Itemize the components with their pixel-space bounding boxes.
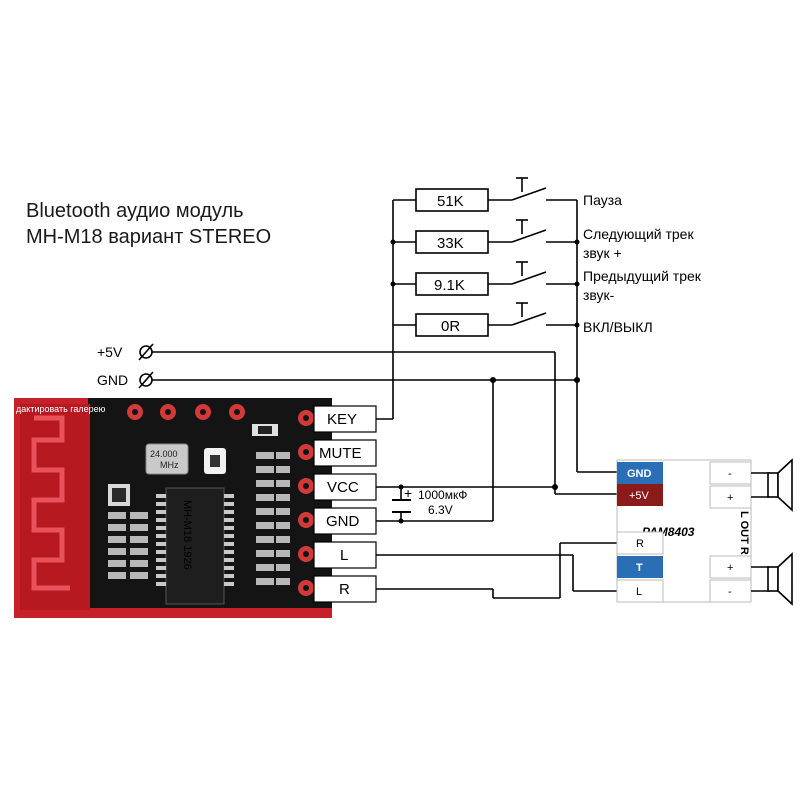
amp-l-label: L bbox=[636, 586, 642, 598]
button-label-power: ВКЛ/ВЫКЛ bbox=[583, 319, 653, 335]
pin-box-vcc bbox=[313, 473, 377, 501]
pin-vcc: VCC bbox=[327, 479, 359, 496]
amp-out-top-minus-label: - bbox=[728, 468, 732, 480]
chip-text: MH-M18 1926 bbox=[181, 500, 193, 570]
top-pad-4-hole bbox=[234, 409, 240, 415]
amp-plus5v-pad bbox=[617, 484, 663, 506]
amp-r-pad bbox=[616, 531, 664, 555]
smd-left-column bbox=[108, 512, 148, 579]
resistor-51k-label: 51K bbox=[437, 193, 464, 210]
bluetooth-module: дактировать галерею 24.000 MHz MH-M18 19… bbox=[14, 398, 332, 618]
button-label-prev-2: звук- bbox=[583, 287, 615, 303]
terminal-gnd-icon bbox=[138, 371, 154, 389]
pin-key: KEY bbox=[327, 411, 357, 428]
antenna-trace bbox=[31, 415, 70, 591]
button-label-prev-1: Предыдущий трек bbox=[583, 268, 702, 284]
antenna-area bbox=[20, 404, 90, 610]
pin-box-key bbox=[313, 405, 377, 433]
amp-out-label: L OUT R bbox=[738, 511, 750, 555]
transparent-component-core bbox=[210, 455, 220, 467]
resistor-9k1: 9.1K bbox=[415, 272, 489, 296]
junctions bbox=[390, 239, 580, 524]
main-chip bbox=[165, 487, 225, 605]
pin-mute: MUTE bbox=[319, 445, 362, 462]
terminal-plus5v-icon bbox=[138, 343, 154, 361]
button-label-pause: Пауза bbox=[583, 192, 622, 208]
title-line2: MH-M18 вариант STEREO bbox=[26, 226, 271, 248]
speaker-top-icon bbox=[767, 458, 793, 512]
amp-l-pad bbox=[616, 579, 664, 603]
supply-plus5v-label: +5V bbox=[97, 344, 123, 360]
resistor-51k: 51K bbox=[415, 188, 489, 212]
speaker-bottom-icon bbox=[767, 552, 793, 606]
top-pad-1-hole bbox=[132, 409, 138, 415]
supply-gnd-label: GND bbox=[97, 372, 128, 388]
button-label-next-2: звук + bbox=[583, 245, 622, 261]
switch-3-icon bbox=[511, 261, 547, 285]
top-pad-3-hole bbox=[200, 409, 206, 415]
capacitor-polarity: + bbox=[404, 485, 412, 501]
pin-box-l bbox=[313, 541, 377, 569]
amp-t-pad bbox=[617, 556, 663, 578]
switch-4-icon bbox=[511, 302, 547, 326]
resistor-33k: 33K bbox=[415, 230, 489, 254]
pin-gnd: GND bbox=[326, 513, 360, 530]
switches bbox=[511, 177, 547, 326]
resistor-0r-label: 0R bbox=[441, 318, 460, 335]
pin-labels: KEY MUTE VCC GND L R bbox=[313, 405, 377, 603]
resistor-9k1-label: 9.1K bbox=[434, 277, 465, 294]
amp-out-bottom-minus-label: - bbox=[728, 586, 732, 598]
top-pad-2-hole bbox=[165, 409, 171, 415]
resistor-0r: 0R bbox=[415, 313, 489, 337]
amp-r-label: R bbox=[636, 538, 644, 550]
amp-plus5v-label: +5V bbox=[629, 490, 650, 502]
capacitor-value: 1000мкФ bbox=[418, 488, 467, 502]
switch-1-icon bbox=[511, 177, 547, 201]
pin-box-r bbox=[313, 575, 377, 603]
crystal bbox=[145, 443, 189, 475]
smd-part-1-core bbox=[112, 488, 126, 502]
edge-pads bbox=[298, 410, 314, 596]
switch-2-icon bbox=[511, 219, 547, 243]
pin-box-gnd bbox=[313, 507, 377, 535]
pin-box-mute bbox=[313, 439, 377, 467]
button-label-next-1: Следующий трек bbox=[583, 226, 694, 242]
amp-gnd-pad bbox=[617, 462, 663, 484]
capacitor-voltage: 6.3V bbox=[428, 503, 453, 517]
smd-right-column bbox=[256, 452, 290, 585]
pin-l: L bbox=[340, 547, 348, 564]
amp-out-top-plus-label: + bbox=[727, 492, 733, 504]
pin-r: R bbox=[339, 581, 350, 598]
title-line1: Bluetooth аудио модуль bbox=[26, 200, 244, 222]
module-watermark: дактировать галерею bbox=[16, 404, 106, 414]
speaker-wires bbox=[751, 472, 770, 592]
chip-pins bbox=[156, 494, 234, 586]
amp-out-bottom-plus-label: + bbox=[727, 562, 733, 574]
amplifier-board: GND +5V PAM8403 R T L - + + - L OUT R bbox=[616, 459, 752, 603]
led-body bbox=[258, 426, 272, 434]
amp-gnd-label: GND bbox=[627, 468, 652, 480]
amp-t-label: T bbox=[636, 562, 643, 574]
crystal-line2: MHz bbox=[160, 460, 179, 470]
resistor-33k-label: 33K bbox=[437, 235, 464, 252]
crystal-line1: 24.000 bbox=[150, 449, 178, 459]
